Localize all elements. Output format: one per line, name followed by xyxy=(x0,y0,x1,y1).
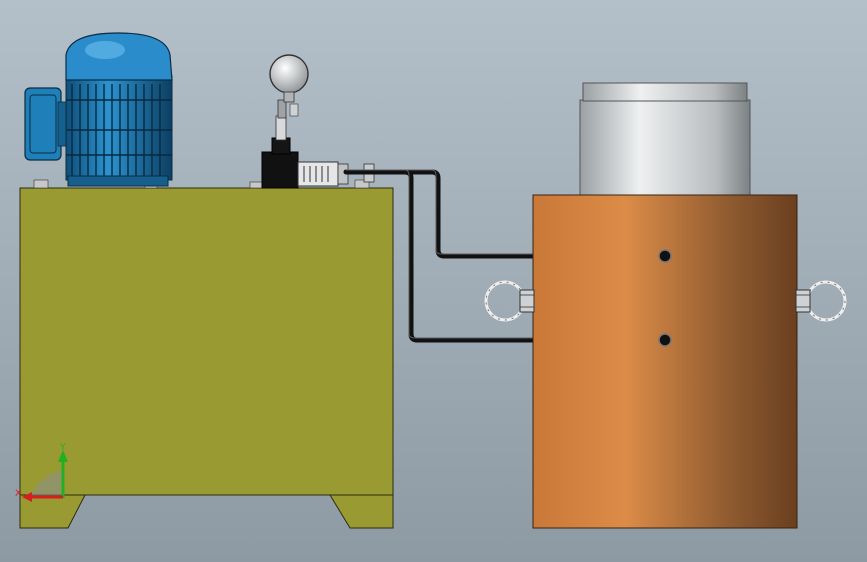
coordinate-triad: Y X xyxy=(15,443,68,502)
tank-bolt xyxy=(354,179,370,189)
motor-housing xyxy=(65,75,173,181)
cylinder-ram xyxy=(579,99,751,197)
electric-motor xyxy=(24,32,173,187)
return-hose xyxy=(402,169,667,259)
y-axis-label: Y xyxy=(59,443,66,453)
pressure-gauge-icon xyxy=(269,54,309,94)
filter-canister xyxy=(297,161,339,187)
hose-highlights xyxy=(346,169,664,339)
cylinder-port-lower xyxy=(658,333,672,347)
motor-cooling-fins xyxy=(66,84,172,176)
x-axis-label: X xyxy=(15,489,21,499)
motor-terminal-box-panel xyxy=(29,94,57,154)
oil-tank xyxy=(19,179,394,529)
motor-foot xyxy=(67,175,169,187)
tank-bolt xyxy=(249,181,263,189)
hydraulic-hoses xyxy=(343,169,667,343)
cylinder-body xyxy=(532,194,798,529)
cylinder-ram-cap xyxy=(582,82,748,102)
tank-bolt xyxy=(33,179,49,189)
hydraulic-cylinder xyxy=(484,82,847,529)
tank-foot-right xyxy=(329,494,394,529)
motor-fan-cover xyxy=(65,32,173,81)
tank-body xyxy=(19,187,394,529)
lifting-eye-left xyxy=(484,280,535,322)
cylinder-port-upper xyxy=(658,249,672,263)
valve-block xyxy=(261,151,299,189)
lifting-eye-right xyxy=(795,280,847,322)
